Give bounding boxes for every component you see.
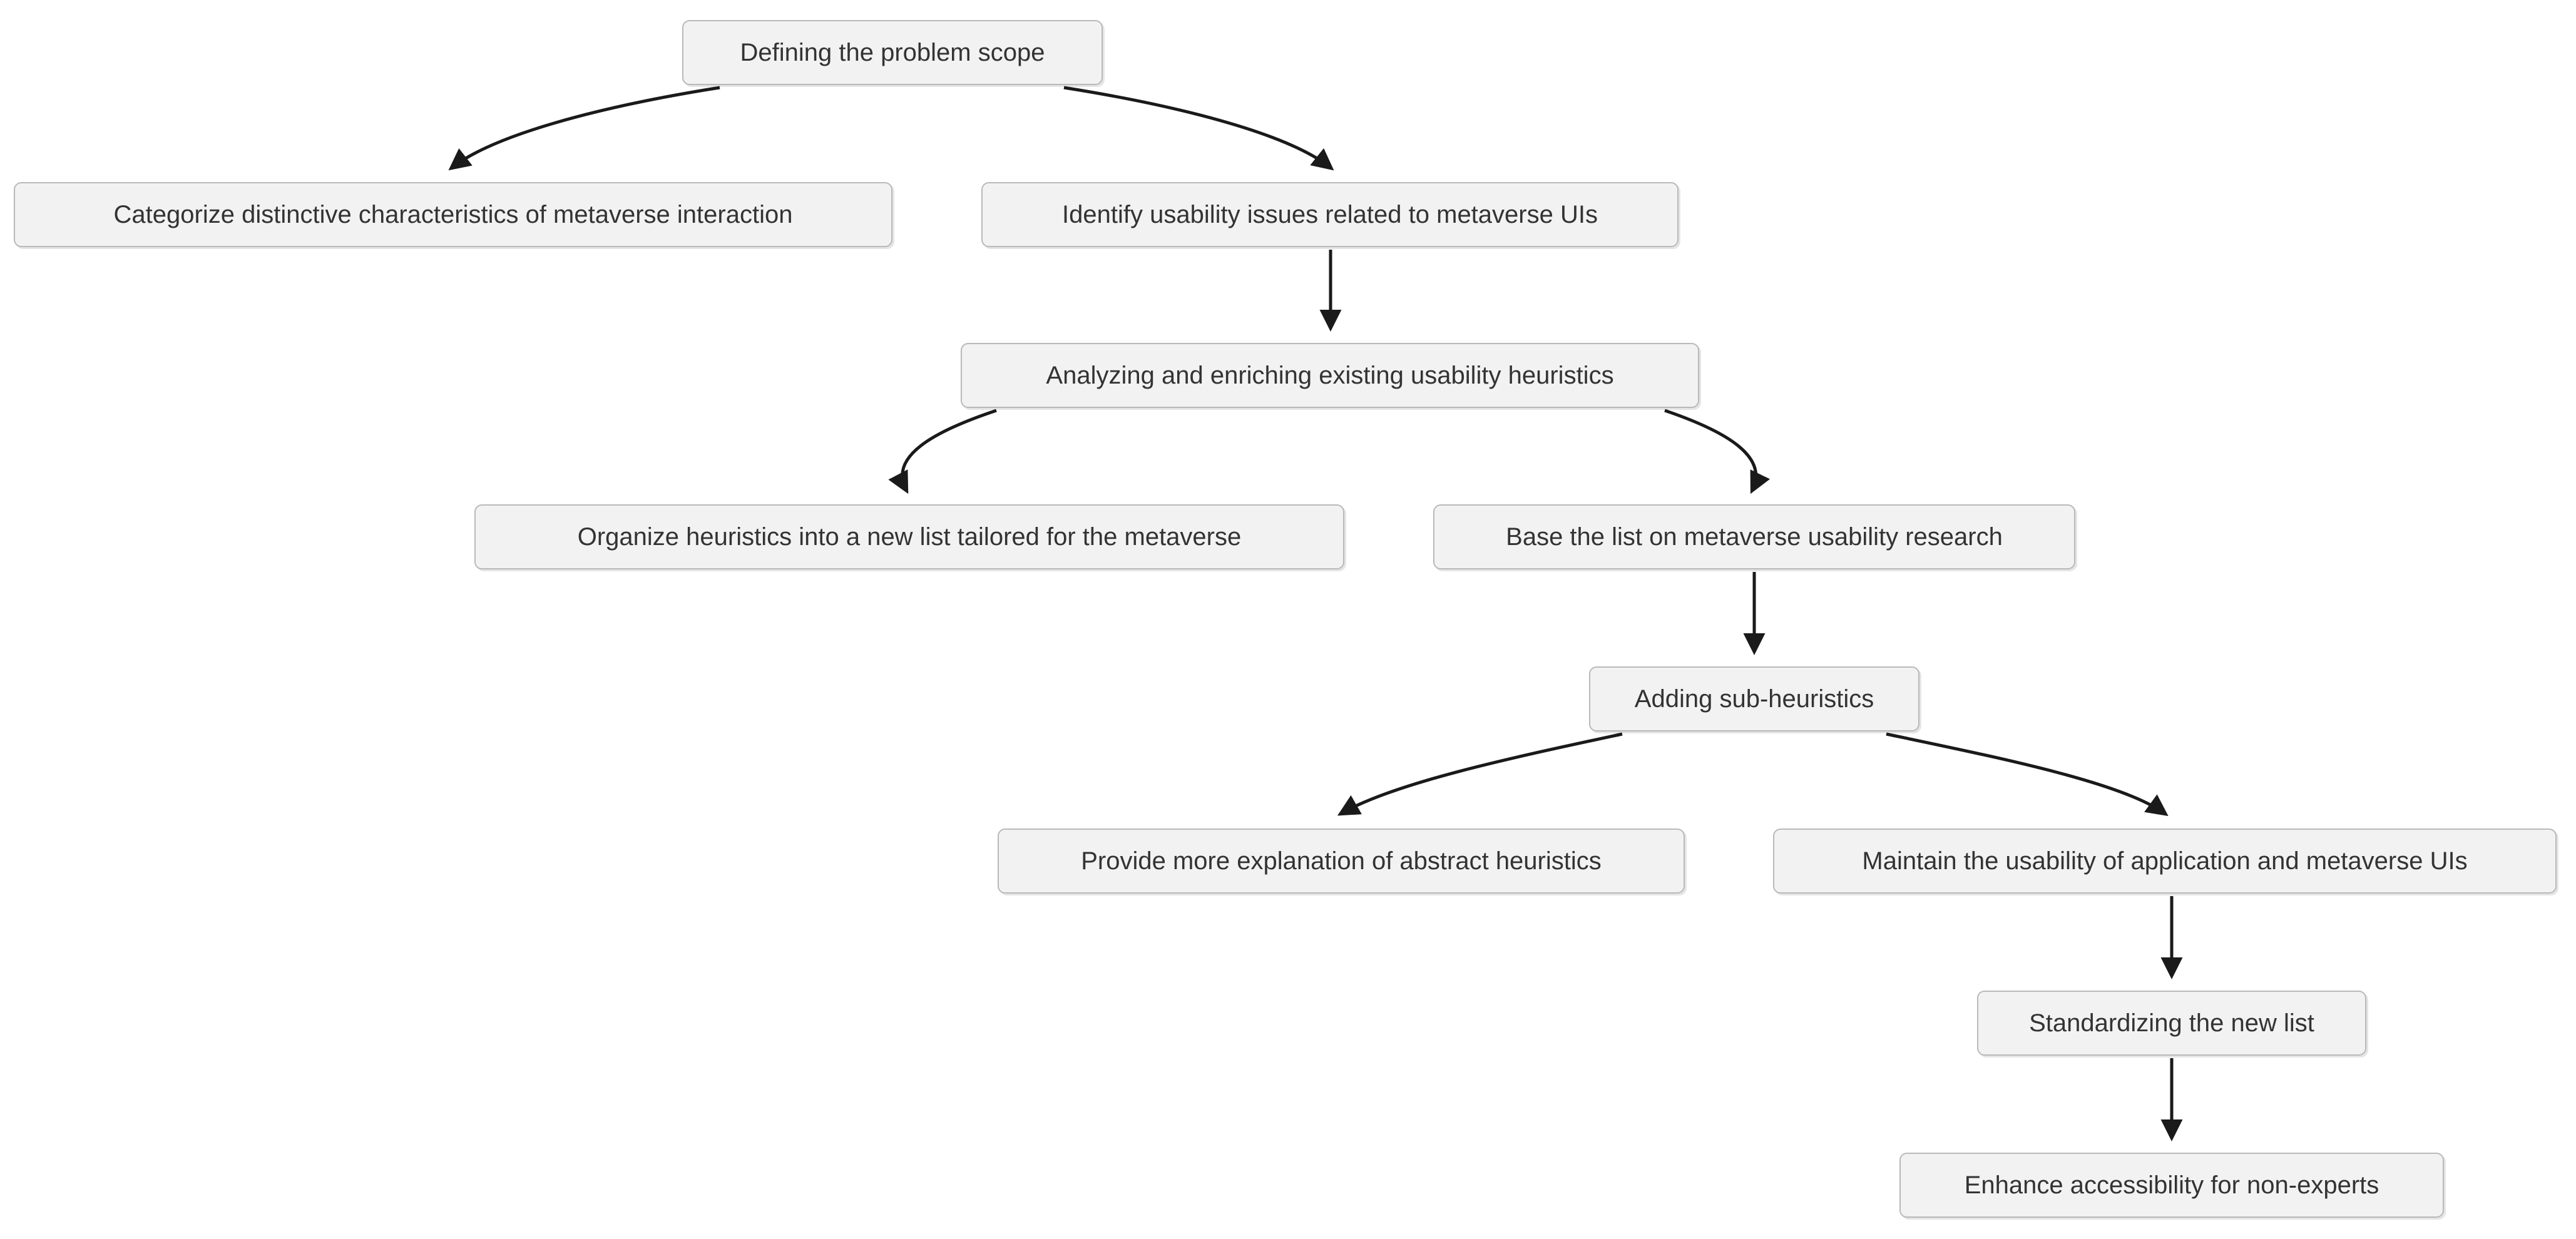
flow-node-n6[interactable]: Base the list on metaverse usability res… [1433,504,2075,569]
flow-edge-n1-to-n2 [448,86,720,171]
flow-edge-n7-to-n8 [1337,732,1623,816]
flow-node-n8[interactable]: Provide more explanation of abstract heu… [998,829,1685,894]
flow-edge-n7-to-n9 [1886,732,2169,817]
flow-node-n10[interactable]: Standardizing the new list [1977,991,2366,1056]
flow-node-label: Identify usability issues related to met… [1062,201,1598,228]
flow-node-n3[interactable]: Identify usability issues related to met… [981,182,1679,247]
flow-node-label: Base the list on metaverse usability res… [1506,523,2003,551]
flow-node-label: Provide more explanation of abstract heu… [1081,847,1602,875]
flow-node-n4[interactable]: Analyzing and enriching existing usabili… [961,343,1699,408]
flow-node-label: Organize heuristics into a new list tail… [577,523,1242,551]
flow-edge-n1-to-n3 [1063,86,1334,171]
flow-edge-n4-to-n5 [888,409,997,494]
flow-node-label: Categorize distinctive characteristics o… [113,201,793,228]
flow-node-n9[interactable]: Maintain the usability of application an… [1773,829,2557,894]
flow-node-n5[interactable]: Organize heuristics into a new list tail… [474,504,1344,569]
flow-node-n7[interactable]: Adding sub-heuristics [1589,666,1919,732]
flow-node-label: Adding sub-heuristics [1634,685,1874,713]
flow-node-label: Enhance accessibility for non-experts [1964,1171,2379,1199]
flow-edge-n4-to-n6 [1664,409,1771,494]
flow-node-n11[interactable]: Enhance accessibility for non-experts [1899,1153,2444,1218]
flow-node-label: Standardizing the new list [2029,1009,2314,1037]
flow-node-label: Analyzing and enriching existing usabili… [1046,362,1614,389]
flow-node-n1[interactable]: Defining the problem scope [682,20,1103,85]
flow-node-n2[interactable]: Categorize distinctive characteristics o… [14,182,892,247]
flow-node-label: Maintain the usability of application an… [1862,847,2468,875]
flow-node-label: Defining the problem scope [740,39,1045,66]
